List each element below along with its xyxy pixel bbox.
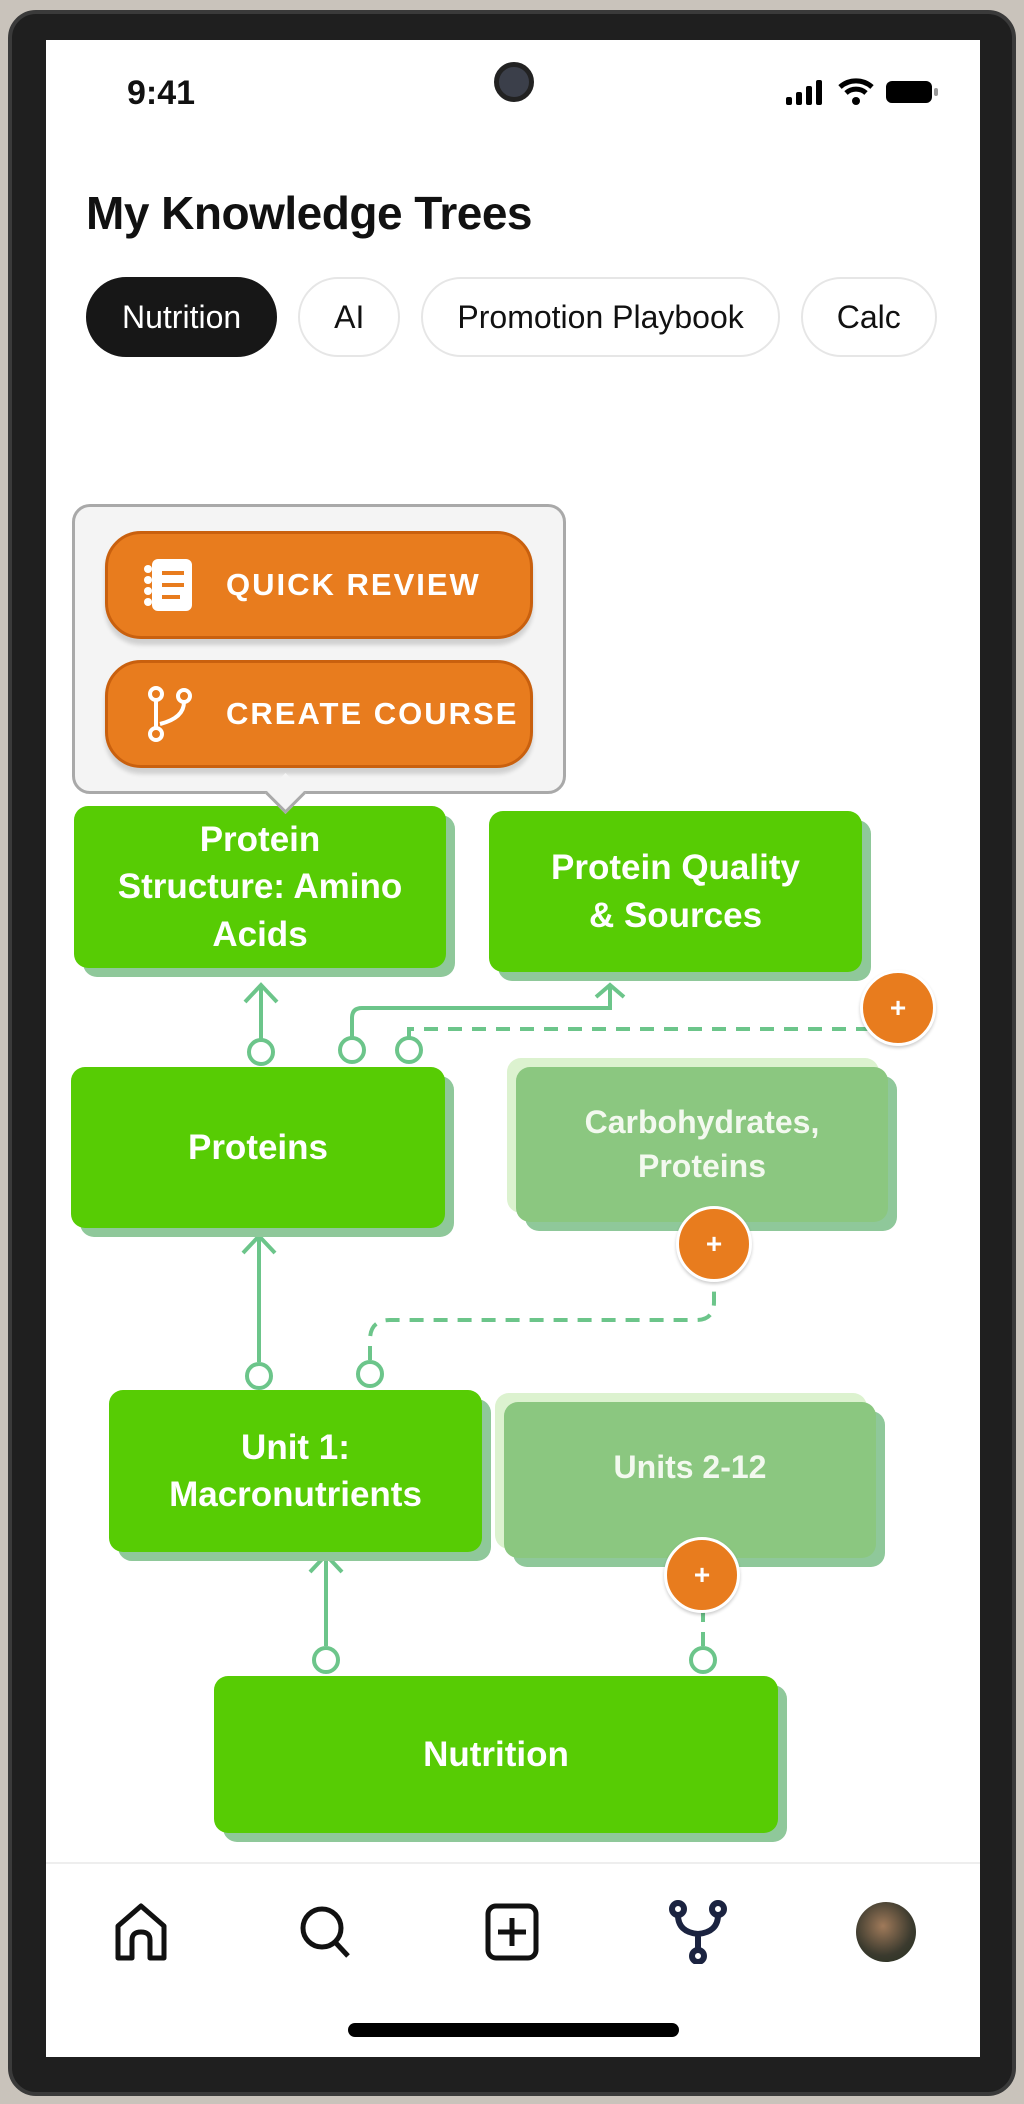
create-course-label: CREATE COURSE xyxy=(226,696,519,731)
connectors xyxy=(241,982,898,1674)
add-node-button[interactable]: + xyxy=(676,1206,752,1282)
dashed-unit1-to-plus xyxy=(368,1280,716,1360)
create-course-button[interactable]: CREATE COURSE xyxy=(105,660,533,768)
node-carbohydrates-proteins[interactable]: Carbohydrates, Proteins xyxy=(516,1067,888,1222)
battery-icon xyxy=(886,81,938,103)
tree-icon[interactable] xyxy=(666,1900,730,1964)
node-unit1-macronutrients[interactable]: Unit 1: Macronutrients xyxy=(109,1390,482,1552)
line-proteins-to-quality xyxy=(350,982,626,1038)
quick-review-button[interactable]: QUICK REVIEW xyxy=(105,531,533,639)
status-time: 9:41 xyxy=(127,74,196,112)
node-units-2-12[interactable]: Units 2-12 xyxy=(504,1402,876,1558)
tree-tabs: Nutrition AI Promotion Playbook Calc xyxy=(86,277,937,357)
arrow-unit1-to-proteins xyxy=(241,1233,277,1362)
add-node-button[interactable]: + xyxy=(860,970,936,1046)
node-proteins[interactable]: Proteins xyxy=(71,1067,445,1228)
branch-icon xyxy=(148,686,192,742)
add-icon[interactable] xyxy=(480,1900,544,1964)
camera-icon xyxy=(494,62,534,102)
signal-icon xyxy=(786,80,822,105)
node-protein-quality[interactable]: Protein Quality & Sources xyxy=(489,811,862,972)
node-action-popover: QUICK REVIEW CREATE COURSE xyxy=(72,504,566,794)
status-icons xyxy=(784,78,940,106)
tab-nutrition[interactable]: Nutrition xyxy=(86,277,278,357)
notebook-icon xyxy=(144,559,192,611)
add-node-button[interactable]: + xyxy=(664,1537,740,1613)
arrow-proteins-to-structure xyxy=(243,982,279,1040)
node-nutrition[interactable]: Nutrition xyxy=(214,1676,778,1833)
bottom-nav xyxy=(46,1862,980,2057)
search-icon[interactable] xyxy=(294,1900,358,1964)
arrow-nutrition-to-unit1 xyxy=(308,1552,344,1646)
page-title: My Knowledge Trees xyxy=(86,187,533,239)
tab-promotion-playbook[interactable]: Promotion Playbook xyxy=(421,277,780,357)
home-icon[interactable] xyxy=(109,1900,173,1964)
screen: 9:41 My Knowledge Trees Nutrition AI Pro… xyxy=(46,40,980,2057)
wifi-icon xyxy=(838,78,874,105)
tab-calc[interactable]: Calc xyxy=(800,277,937,357)
tab-ai[interactable]: AI xyxy=(298,277,401,357)
home-indicator[interactable] xyxy=(348,2023,679,2037)
node-protein-structure[interactable]: Protein Structure: Amino Acids xyxy=(74,806,446,968)
dashed-proteins-to-plus xyxy=(407,1027,898,1038)
avatar[interactable] xyxy=(854,1900,918,1964)
quick-review-label: QUICK REVIEW xyxy=(226,567,481,602)
